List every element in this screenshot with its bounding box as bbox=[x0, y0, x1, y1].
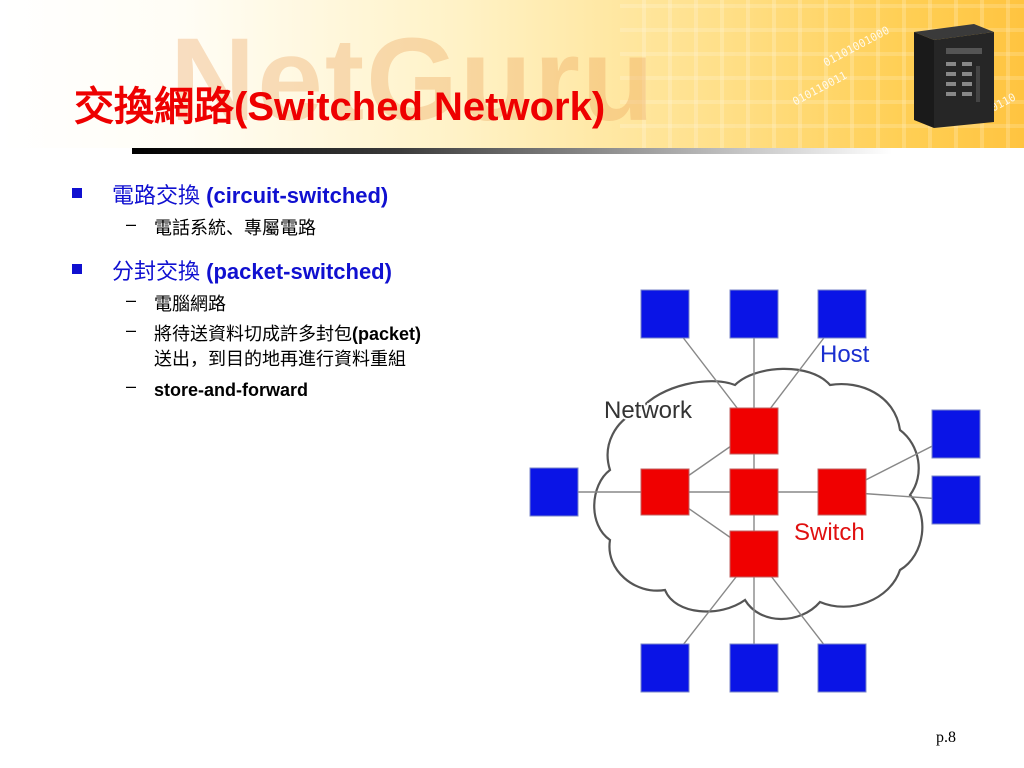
sub-bullet-text-chinese: 電話系統、專屬電路 bbox=[154, 218, 316, 239]
host-label: Host bbox=[820, 341, 870, 368]
sub-bullet-text: store-and-forward bbox=[154, 378, 308, 402]
square-bullet-icon bbox=[72, 188, 82, 198]
dash-bullet-icon: – bbox=[126, 214, 137, 234]
server-tower-icon bbox=[914, 24, 994, 128]
switch-label: Switch bbox=[794, 519, 865, 546]
sub-bullet-text: 將待送資料切成許多封包(packet) 送出，到目的地再進行資料重組 bbox=[154, 322, 421, 372]
header-band: NetGuru 01101001000 010110011 0110 bbox=[0, 0, 1024, 148]
host-node bbox=[529, 467, 579, 517]
host-node bbox=[729, 289, 779, 339]
sub-bullet-text: 電腦網路 bbox=[154, 292, 226, 317]
slide-title-english: (Switched Network) bbox=[234, 85, 606, 129]
host-node bbox=[817, 643, 867, 693]
sub-bullet-text-chinese: 將待送資料切成許多封包 bbox=[154, 324, 352, 345]
title-divider bbox=[132, 148, 892, 154]
slide-title-chinese: 交換網路 bbox=[74, 83, 234, 130]
network-label: Network bbox=[604, 397, 693, 424]
sub-bullet-text-english: store-and-forward bbox=[154, 380, 309, 400]
switch-node bbox=[729, 530, 779, 578]
host-node bbox=[640, 643, 690, 693]
bullet-text-chinese: 分封交換 bbox=[112, 260, 201, 285]
slide-title: 交換網路(Switched Network) bbox=[74, 74, 605, 132]
bullet-text-english: (circuit-switched) bbox=[200, 183, 389, 208]
host-node bbox=[640, 289, 690, 339]
switch-node bbox=[817, 468, 867, 516]
sub-bullet-text-english: (packet) bbox=[352, 324, 422, 344]
watermark-logo: NetGuru bbox=[170, 14, 656, 146]
network-diagram: Host Network Switch bbox=[529, 289, 981, 693]
switch-node bbox=[640, 468, 690, 516]
dash-bullet-icon: – bbox=[126, 290, 137, 310]
sub-bullet-text-chinese: 送出，到目的地再進行資料重組 bbox=[154, 349, 406, 370]
page-number: p.8 bbox=[936, 729, 956, 746]
dash-bullet-icon: – bbox=[126, 320, 137, 340]
host-node bbox=[817, 289, 867, 339]
dash-bullet-icon: – bbox=[126, 376, 137, 396]
bullet-text-chinese: 電路交換 bbox=[112, 184, 201, 209]
square-bullet-icon bbox=[72, 264, 82, 274]
bullet-text: 分封交換 (packet-switched) bbox=[112, 254, 392, 286]
bullet-text: 電路交換 (circuit-switched) bbox=[112, 178, 388, 210]
host-node bbox=[729, 643, 779, 693]
bullet-text-english: (packet-switched) bbox=[200, 259, 392, 284]
host-node bbox=[931, 475, 981, 525]
sub-bullet-text: 電話系統、專屬電路 bbox=[154, 216, 316, 241]
sub-bullet-text-chinese: 電腦網路 bbox=[154, 294, 226, 315]
host-node bbox=[931, 409, 981, 459]
switch-node bbox=[729, 468, 779, 516]
switch-node bbox=[729, 407, 779, 455]
